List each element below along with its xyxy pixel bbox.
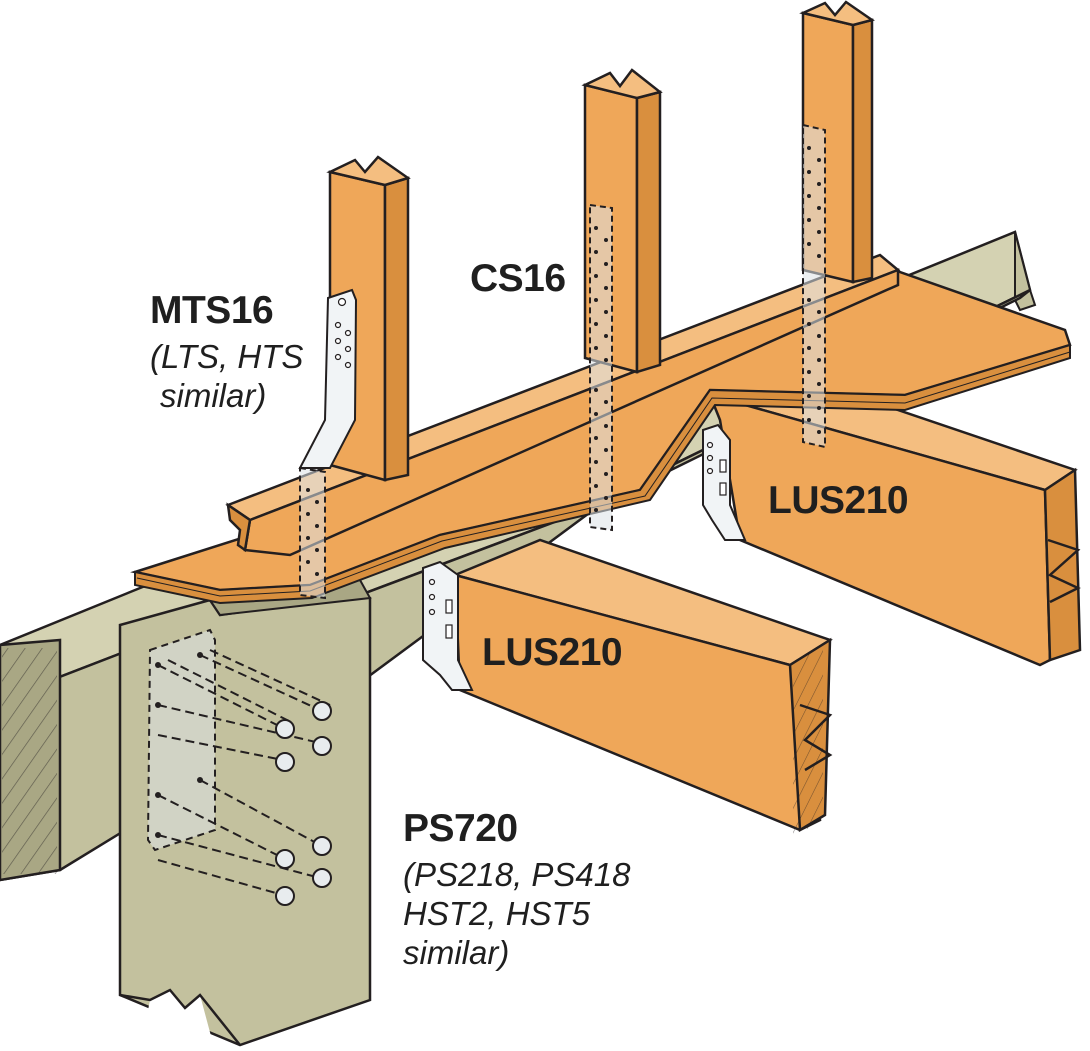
stud-2-side [635,90,662,374]
callout-lus210-left: LUS210 [482,630,623,676]
callout-ps720: PS720 (PS218, PS418 HST2, HST5 similar) [403,806,631,973]
label-lus210-left-title: LUS210 [482,631,623,674]
hex-bolt-icon [312,736,332,756]
callout-lus210-right: LUS210 [768,478,909,524]
mts-lower [299,466,326,600]
label-mts16-title: MTS16 [150,289,274,332]
stud-3-top [799,0,875,27]
label-mts16-similar: similar) [160,376,267,414]
ps720-bolts [157,649,331,896]
ps720-nuts [275,701,332,906]
label-ps720-title: PS720 [403,807,518,850]
stud-2-top [581,68,663,100]
strap-right [802,123,826,449]
sheathing-edge [134,343,1071,605]
label-ps720-similar: similar) [403,933,510,971]
post-bottom-break [140,990,215,1051]
label-ps720-alt-1: (PS218, PS418 [403,856,631,894]
hex-bolt-icon [275,886,295,906]
label-mts16-alt: (LTS, HTS [150,338,304,376]
label-cs16-title: CS16 [470,257,566,300]
mts-upper [298,288,358,469]
label-ps720-alt-2: HST2, HST5 [403,894,591,932]
joist-left-break [799,703,833,772]
hex-bolt-icon [312,868,332,888]
label-lus210-right-title: LUS210 [768,479,909,522]
callout-cs16: CS16 [470,256,566,302]
stud-3-side [851,18,874,284]
post-break-line [119,988,241,1046]
hex-bolt-icon [275,719,295,739]
hex-bolt-icon [275,849,295,869]
lus210-hanger-right [702,423,747,541]
joist-right-break [1047,538,1081,604]
stud-1-side [383,176,410,482]
callout-mts16: MTS16 (LTS, HTS similar) [150,288,303,416]
strap-middle [589,203,613,532]
strap-holes-right [807,146,821,434]
cs16-straps [589,123,826,532]
lus210-hanger-left [422,560,474,691]
strap-holes-middle [594,226,608,512]
plate-end [226,502,252,553]
stud-1-top [326,155,411,187]
mts16-strap [298,288,358,600]
hex-bolt-icon [275,752,295,772]
hex-bolt-icon [312,836,332,856]
hex-bolt-icon [312,701,332,721]
beam-end-hatch [2,648,57,874]
